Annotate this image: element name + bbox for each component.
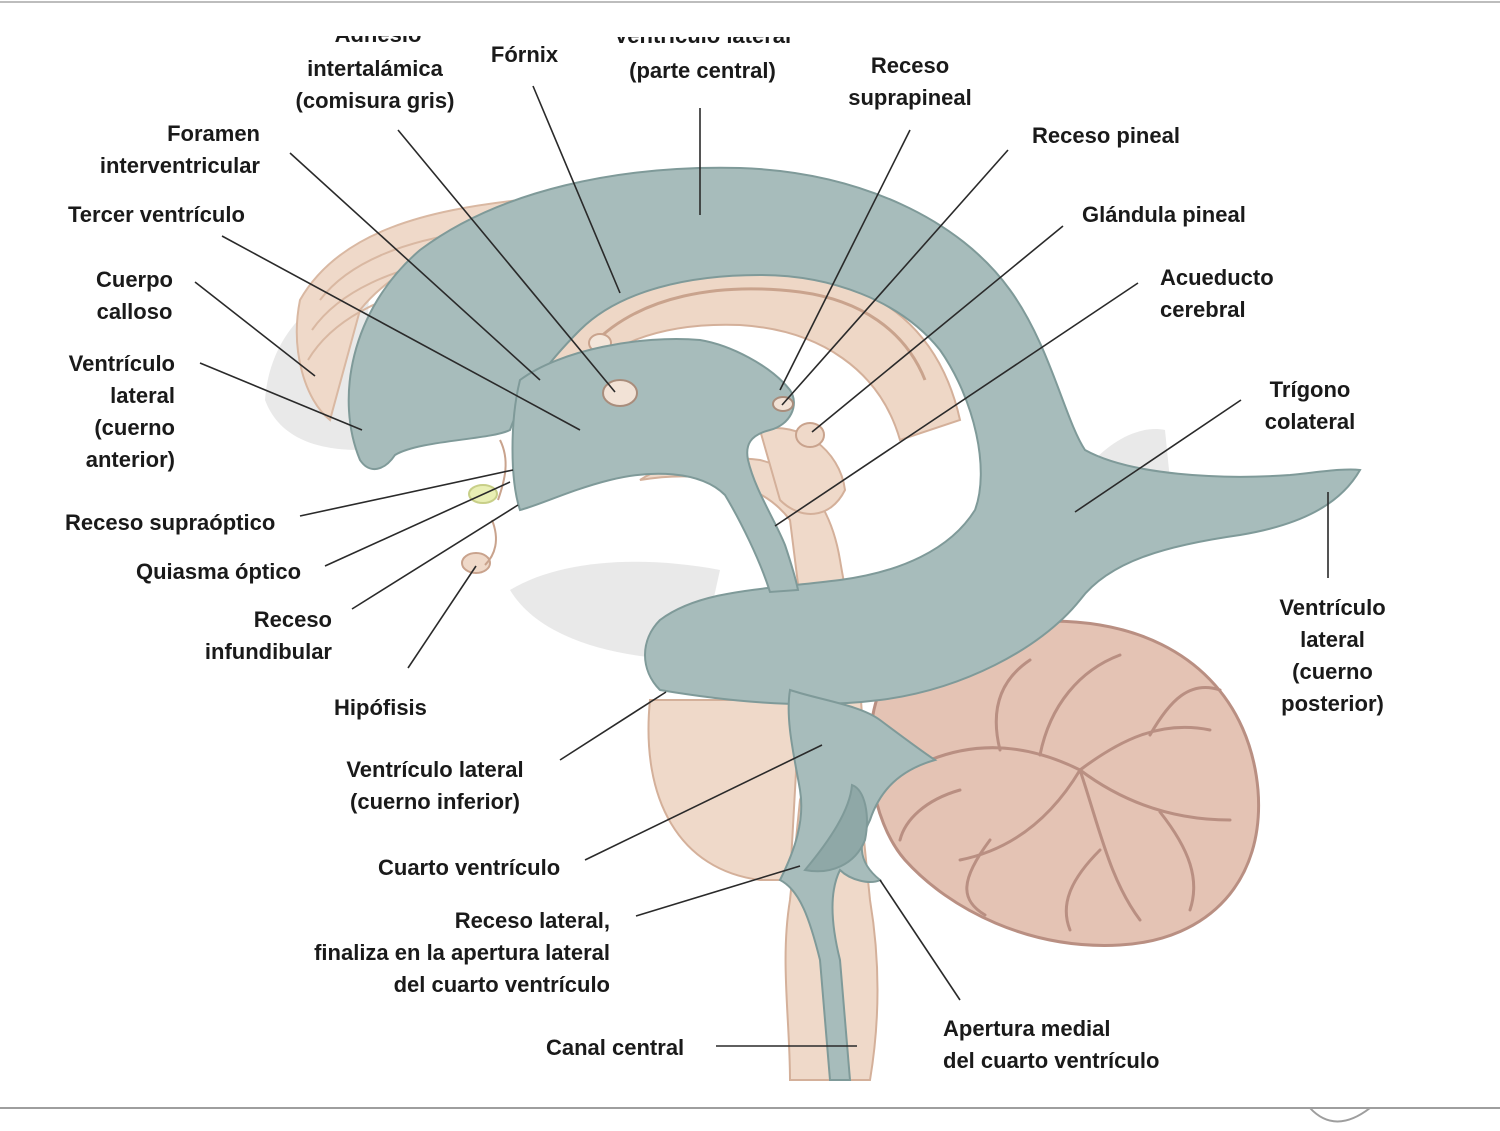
leader-tercer-ventriculo xyxy=(221,235,581,431)
leader-vl-anterior xyxy=(199,362,363,431)
label-fornix: Fórnix xyxy=(490,42,559,67)
leader-receso-lateral xyxy=(635,865,801,917)
leader-acueducto xyxy=(774,282,1139,527)
leader-apertura-medial xyxy=(879,879,961,1001)
label-foramen-interventricular: Foramen interventricular xyxy=(99,121,260,178)
leader-adhesio xyxy=(397,129,616,393)
label-canal-central: Canal central xyxy=(546,1035,685,1060)
label-cuarto-ventriculo: Cuarto ventrículo xyxy=(378,855,561,880)
label-receso-supraoptico: Receso supraóptico xyxy=(65,510,276,535)
leader-glandula-pineal xyxy=(811,225,1064,433)
label-vl-cuerno-anterior: Ventrículo lateral (cuerno anterior) xyxy=(68,351,175,472)
label-receso-suprapineal: Receso suprapineal xyxy=(848,53,972,110)
label-cuerpo-calloso: Cuerpo calloso xyxy=(96,267,173,324)
leader-cuerpo-calloso xyxy=(194,281,316,377)
page-curl-shape xyxy=(1309,1107,1371,1123)
label-receso-infundibular: Receso infundibular xyxy=(204,607,332,664)
label-adhesio-cut: Adhesio xyxy=(318,36,438,50)
leader-lines xyxy=(194,85,1329,1047)
leader-receso-suprapineal xyxy=(779,129,911,391)
leader-receso-infundibular xyxy=(351,504,519,610)
leader-hipofisis xyxy=(407,565,477,669)
fourth-ventricle xyxy=(778,688,938,1081)
label-tercer-ventriculo: Tercer ventrículo xyxy=(68,202,245,227)
ventricle-details xyxy=(461,379,825,574)
leader-receso-pineal xyxy=(781,149,1009,406)
third-ventricle xyxy=(511,338,800,594)
leader-foramen xyxy=(289,152,541,381)
lateral-ventricle-body xyxy=(347,166,1362,706)
leader-trigono xyxy=(1074,399,1242,513)
label-adhesio-intertalamica: intertalámica (comisura gris) xyxy=(295,56,455,113)
label-ventriculo-lateral-central: (parte central) xyxy=(629,58,776,83)
label-ventriculo-lateral-cut: Ventrículo lateral xyxy=(600,37,805,51)
leader-fornix xyxy=(532,85,621,294)
leader-cuarto-ventriculo xyxy=(584,744,823,861)
leader-vl-inferior xyxy=(559,691,667,761)
leader-quiasma xyxy=(324,481,511,567)
leader-receso-supraoptico xyxy=(299,469,514,517)
label-receso-pineal: Receso pineal xyxy=(1032,123,1180,148)
label-quiasma-optico: Quiasma óptico xyxy=(136,559,302,584)
label-glandula-pineal: Glándula pineal xyxy=(1082,202,1246,227)
label-acueducto-cerebral: Acueducto cerebral xyxy=(1160,265,1274,322)
label-vl-cuerno-inferior: Ventrículo lateral (cuerno inferior) xyxy=(346,757,524,814)
label-vl-cuerno-posterior: Ventrículo lateral (cuerno posterior) xyxy=(1279,595,1386,716)
label-apertura-medial: Apertura medial del cuarto ventrículo xyxy=(943,1016,1160,1073)
label-trigono-colateral: Trígono colateral xyxy=(1264,377,1356,434)
label-hipofisis: Hipófisis xyxy=(334,695,427,720)
ventricular-system xyxy=(347,166,1362,1081)
label-receso-lateral: Receso lateral, finaliza en la apertura … xyxy=(314,908,610,997)
cerebellum xyxy=(868,619,1261,947)
